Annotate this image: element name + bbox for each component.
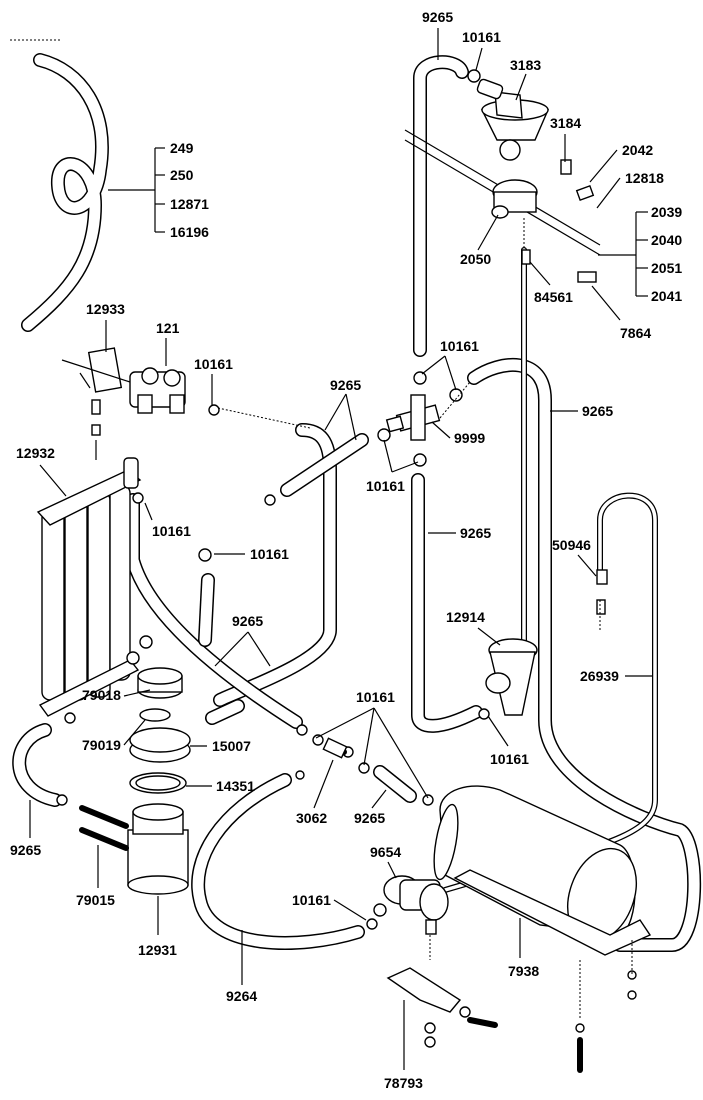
strainer-assembly bbox=[79, 667, 191, 895]
label-12914: 12914 bbox=[446, 609, 485, 625]
label-12932: 12932 bbox=[16, 445, 55, 461]
label-12871: 12871 bbox=[170, 196, 209, 212]
label-7864: 7864 bbox=[620, 325, 651, 341]
cross-fitting-9999 bbox=[385, 394, 441, 441]
label-9265-right: 9265 bbox=[582, 403, 613, 419]
label-10161-lower: 10161 bbox=[356, 689, 395, 705]
label-2039: 2039 bbox=[651, 204, 682, 220]
bracket-78793 bbox=[386, 967, 498, 1048]
label-50946: 50946 bbox=[552, 537, 591, 553]
part-labels: 249 250 12871 16196 12933 121 10161 9265… bbox=[10, 9, 682, 1091]
label-79018: 79018 bbox=[82, 687, 121, 703]
dashed-connections bbox=[10, 39, 633, 1020]
label-10161-mid: 10161 bbox=[250, 546, 289, 562]
label-121: 121 bbox=[156, 320, 180, 336]
air-gap-3183 bbox=[476, 78, 550, 161]
label-79019: 79019 bbox=[82, 737, 121, 753]
label-10161-elbow: 10161 bbox=[490, 751, 529, 767]
label-12931: 12931 bbox=[138, 942, 177, 958]
label-2040: 2040 bbox=[651, 232, 682, 248]
label-9265-mid: 9265 bbox=[232, 613, 263, 629]
label-3062: 3062 bbox=[296, 810, 327, 826]
label-10161-top: 10161 bbox=[462, 29, 501, 45]
pump-9654 bbox=[373, 875, 449, 935]
label-9265-lower: 9265 bbox=[354, 810, 385, 826]
label-2050: 2050 bbox=[460, 251, 491, 267]
small-fittings bbox=[56, 69, 637, 1073]
valve-assembly-121 bbox=[61, 347, 186, 460]
manifold-2050 bbox=[404, 129, 601, 283]
wash-arm-12914 bbox=[485, 638, 538, 716]
label-7938: 7938 bbox=[508, 963, 539, 979]
label-9265-vert: 9265 bbox=[460, 525, 491, 541]
label-2042: 2042 bbox=[622, 142, 653, 158]
label-9265-top: 9265 bbox=[422, 9, 453, 25]
label-9264: 9264 bbox=[226, 988, 257, 1004]
label-9265-center: 9265 bbox=[330, 377, 361, 393]
label-10161-pump: 10161 bbox=[292, 892, 331, 908]
label-9999: 9999 bbox=[454, 430, 485, 446]
label-12818: 12818 bbox=[625, 170, 664, 186]
label-14351: 14351 bbox=[216, 778, 255, 794]
label-16196: 16196 bbox=[170, 224, 209, 240]
label-9654: 9654 bbox=[370, 844, 401, 860]
label-250: 250 bbox=[170, 167, 194, 183]
label-2051: 2051 bbox=[651, 260, 682, 276]
label-12933: 12933 bbox=[86, 301, 125, 317]
filter-bank-12932 bbox=[36, 457, 153, 717]
label-249: 249 bbox=[170, 140, 194, 156]
label-26939: 26939 bbox=[580, 668, 619, 684]
label-78793: 78793 bbox=[384, 1075, 423, 1091]
leader-lines bbox=[29, 28, 652, 1070]
label-10161-valve: 10161 bbox=[194, 356, 233, 372]
label-3183: 3183 bbox=[510, 57, 541, 73]
label-10161-cross-bot: 10161 bbox=[366, 478, 405, 494]
label-84561: 84561 bbox=[534, 289, 573, 305]
label-15007: 15007 bbox=[212, 738, 251, 754]
hoses bbox=[12, 53, 702, 952]
label-9265-left: 9265 bbox=[10, 842, 41, 858]
label-3184: 3184 bbox=[550, 115, 581, 131]
label-79015: 79015 bbox=[76, 892, 115, 908]
label-10161-filter: 10161 bbox=[152, 523, 191, 539]
tank-7938 bbox=[433, 785, 652, 956]
label-2041: 2041 bbox=[651, 288, 682, 304]
label-10161-cross-top: 10161 bbox=[440, 338, 479, 354]
